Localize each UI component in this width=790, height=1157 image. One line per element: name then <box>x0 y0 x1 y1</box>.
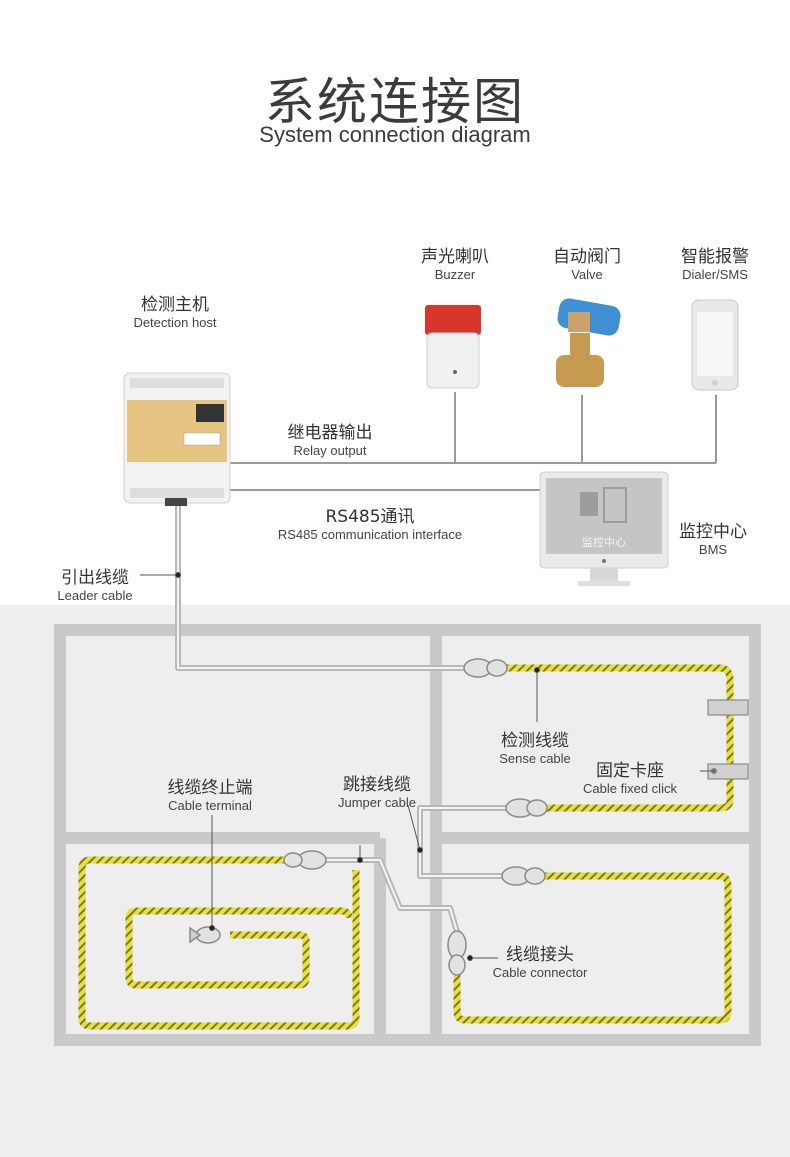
fixed-en: Cable fixed click <box>583 781 677 796</box>
connector-en: Cable connector <box>492 965 588 980</box>
jumper-zh: 跳接线缆 <box>343 775 411 795</box>
label-cable-connector: 线缆接头 Cable connector <box>480 940 600 980</box>
rs485-en: RS485 communication interface <box>277 527 463 542</box>
label-buzzer: 声光喇叭 Buzzer <box>400 242 510 282</box>
monitor-screen-text: 监控中心 <box>582 536 626 549</box>
sense-cables <box>78 664 734 1030</box>
buzzer-en: Buzzer <box>434 267 476 282</box>
label-leader-cable: 引出线缆 Leader cable <box>40 563 150 603</box>
valve-en: Valve <box>571 267 603 282</box>
room-walls <box>54 624 761 1046</box>
label-sense-cable: 检测线缆 Sense cable <box>475 726 595 766</box>
detection-host-device <box>123 372 231 506</box>
label-fixed-clip: 固定卡座 Cable fixed click <box>570 756 690 796</box>
leader-en: Leader cable <box>57 588 133 603</box>
dialer-en: Dialer/SMS <box>682 267 748 282</box>
fixed-zh: 固定卡座 <box>596 761 664 781</box>
page-subtitle: System connection diagram <box>259 122 531 147</box>
dialer-zh: 智能报警 <box>681 247 749 267</box>
valve-zh: 自动阀门 <box>553 247 621 267</box>
label-dialer: 智能报警 Dialer/SMS <box>660 242 770 282</box>
buzzer-icon <box>425 305 481 389</box>
detection-host-zh: 检测主机 <box>141 295 209 315</box>
connector-zh: 线缆接头 <box>506 945 574 965</box>
buzzer-zh: 声光喇叭 <box>421 247 489 267</box>
floor-background <box>0 605 790 1157</box>
relay-zh: 继电器输出 <box>287 423 373 443</box>
label-pointers <box>140 572 715 961</box>
label-relay: 继电器输出 Relay output <box>265 418 395 458</box>
detection-host-en: Detection host <box>133 315 217 330</box>
terminal-zh: 线缆终止端 <box>167 778 253 798</box>
relay-output-lines <box>230 392 717 464</box>
bms-en: BMS <box>698 542 728 557</box>
bms-zh: 监控中心 <box>679 522 747 542</box>
monitor-icon <box>539 471 669 586</box>
label-rs485: RS485通讯 RS485 communication interface <box>255 502 485 542</box>
page-title: 系统连接图 <box>265 73 525 131</box>
terminal-en: Cable terminal <box>168 798 252 813</box>
jumper-en: Jumper cable <box>337 795 417 810</box>
label-bms: 监控中心 BMS <box>668 517 758 557</box>
sense-en: Sense cable <box>499 751 571 766</box>
phone-icon <box>691 299 739 391</box>
label-jumper-cable: 跳接线缆 Jumper cable <box>322 770 432 810</box>
label-cable-terminal: 线缆终止端 Cable terminal <box>150 773 270 813</box>
cable-fixed-clips <box>707 699 749 780</box>
label-valve: 自动阀门 Valve <box>532 242 642 282</box>
sense-zh: 检测线缆 <box>501 731 569 751</box>
cable-connectors <box>189 658 548 976</box>
relay-en: Relay output <box>293 443 367 458</box>
grey-cables <box>175 505 510 936</box>
rs485-zh: RS485通讯 <box>325 507 415 527</box>
label-detection-host: 检测主机 Detection host <box>110 290 240 330</box>
leader-zh: 引出线缆 <box>61 568 129 588</box>
valve-icon <box>556 298 621 387</box>
